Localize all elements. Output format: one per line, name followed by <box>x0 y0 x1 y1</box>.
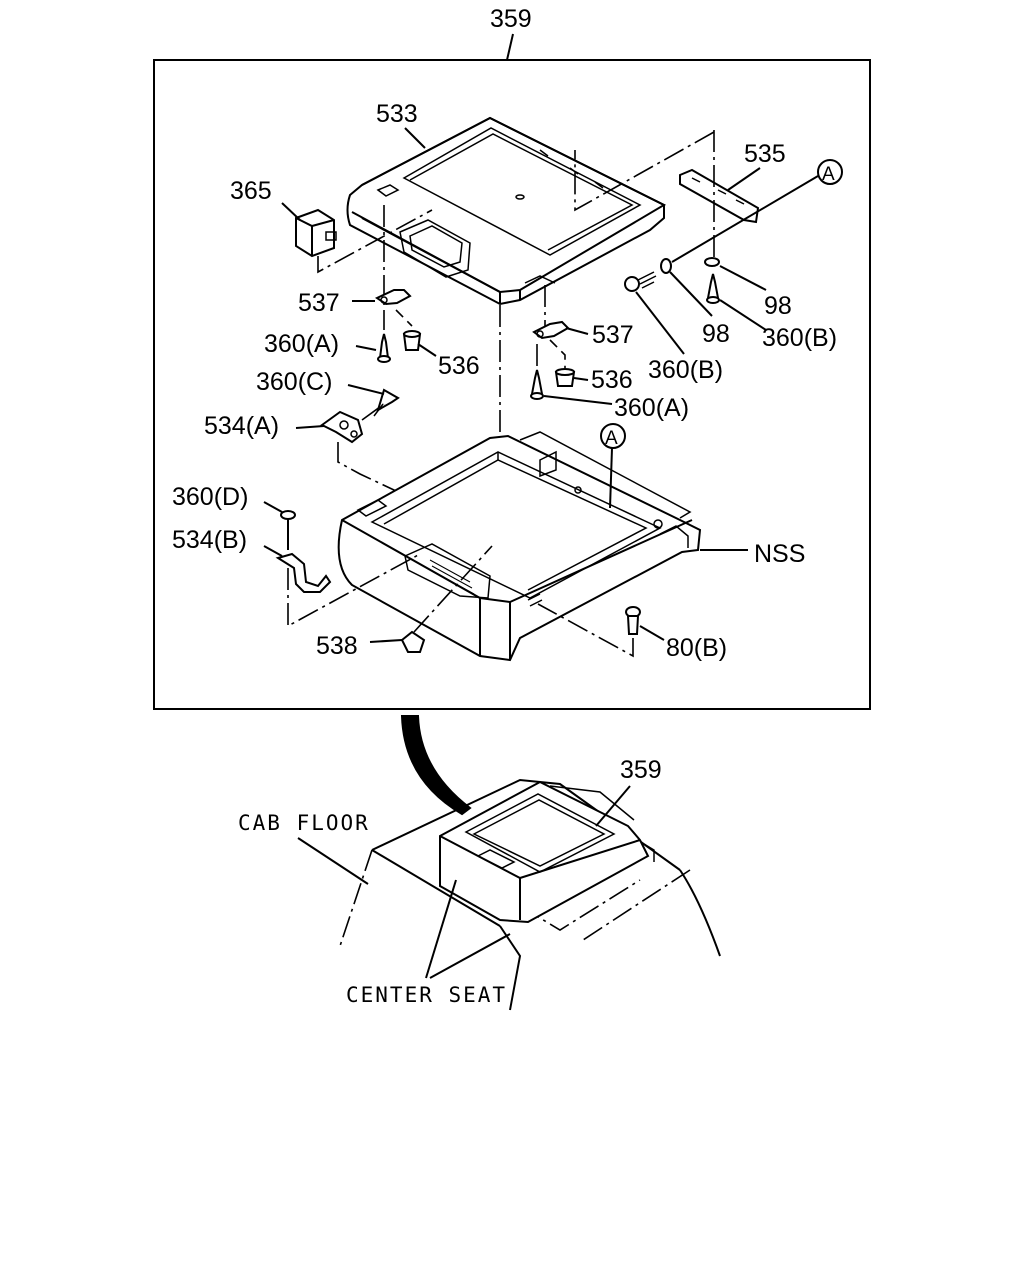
screw-360d <box>280 510 296 550</box>
clip-538 <box>400 630 426 653</box>
leader-98-left <box>669 271 713 317</box>
grommet-536-right <box>554 368 576 387</box>
ref-a-body: A <box>605 428 618 449</box>
callout-360b-right: 360(B) <box>762 324 837 352</box>
dash-536-left <box>395 309 413 327</box>
callout-534a: 534(A) <box>204 412 279 440</box>
screw-360b-left <box>624 271 657 292</box>
location-view <box>339 778 721 1011</box>
label-cab-floor: CAB FLOOR <box>238 811 370 835</box>
ref-a-body-leader <box>609 447 613 509</box>
screw-360a-left <box>377 333 391 363</box>
dash-538 <box>413 545 493 633</box>
dash-536-right <box>549 339 566 368</box>
leader-534b <box>263 545 283 557</box>
screw-360c <box>373 388 400 417</box>
leader-cab-floor <box>297 837 369 885</box>
ref-a-top-leader <box>671 175 819 263</box>
switch-365 <box>295 208 337 258</box>
dash-80b <box>537 603 634 658</box>
leader-360c <box>347 384 385 395</box>
switch-dash-line <box>317 209 433 274</box>
ref-a-body-circle <box>600 423 626 449</box>
bracket-534b <box>275 552 332 593</box>
leader-533 <box>404 127 426 149</box>
leader-535 <box>727 167 761 191</box>
callout-360d: 360(D) <box>172 483 248 511</box>
dash-534a-screw <box>361 403 385 421</box>
leader-center-seat-2 <box>429 933 511 979</box>
callout-360c: 360(C) <box>256 368 332 396</box>
screw-360b-right <box>706 273 720 304</box>
callout-536-left: 536 <box>438 352 480 380</box>
callout-98-right: 98 <box>764 292 792 320</box>
leader-80b <box>639 625 665 641</box>
callout-538: 538 <box>316 632 358 660</box>
leader-536-left <box>417 343 437 357</box>
dash-534a-box <box>337 442 463 523</box>
grommet-536-left <box>402 330 422 351</box>
axis-lid-rear <box>574 131 715 212</box>
washer-98-right <box>704 257 720 267</box>
leader-360a-left <box>355 345 377 351</box>
leader-537-right <box>565 327 589 335</box>
washer-98-left <box>660 258 672 274</box>
leader-538 <box>369 639 403 643</box>
callout-533: 533 <box>376 100 418 128</box>
leader-98-right <box>719 265 767 291</box>
callout-365: 365 <box>230 177 272 205</box>
bracket-534a <box>320 410 364 444</box>
leader-365 <box>281 202 301 221</box>
leader-360b-left <box>635 291 685 355</box>
leader-360b-right <box>719 299 767 331</box>
detail-frame <box>153 59 871 710</box>
label-center-seat: CENTER SEAT <box>346 983 507 1007</box>
callout-537-right: 537 <box>592 321 634 349</box>
leader-360d <box>263 501 283 513</box>
lid-533 <box>346 116 667 306</box>
location-arrow <box>400 715 472 816</box>
callout-360b-left: 360(B) <box>648 356 723 384</box>
ref-a-top-circle <box>817 159 843 185</box>
screw-360a-right <box>530 369 544 400</box>
ref-a-top: A <box>822 164 835 185</box>
callout-534b: 534(B) <box>172 526 247 554</box>
callout-535: 535 <box>744 140 786 168</box>
assembly-label-359: 359 <box>490 5 532 33</box>
bolt-80b <box>625 606 641 635</box>
callout-536-right: 536 <box>591 366 633 394</box>
location-assembly-label: 359 <box>620 756 662 784</box>
callout-360a-right: 360(A) <box>614 394 689 422</box>
callout-360a-left: 360(A) <box>264 330 339 358</box>
callout-nss: NSS <box>754 540 805 568</box>
leader-534a <box>295 425 325 429</box>
leader-center-seat-1 <box>425 879 457 979</box>
base-box-nss <box>337 431 702 662</box>
callout-537-left: 537 <box>298 289 340 317</box>
callout-98-left: 98 <box>702 320 730 348</box>
leader-536-right <box>573 377 589 381</box>
clip-537-left <box>374 289 412 306</box>
assembly-leader <box>506 33 514 61</box>
clip-537-right <box>532 320 570 340</box>
dash-534b <box>287 553 421 628</box>
leader-360a-right <box>543 395 613 405</box>
location-leader-359 <box>595 785 631 827</box>
bracket-535 <box>679 168 760 224</box>
callout-80b: 80(B) <box>666 634 727 662</box>
